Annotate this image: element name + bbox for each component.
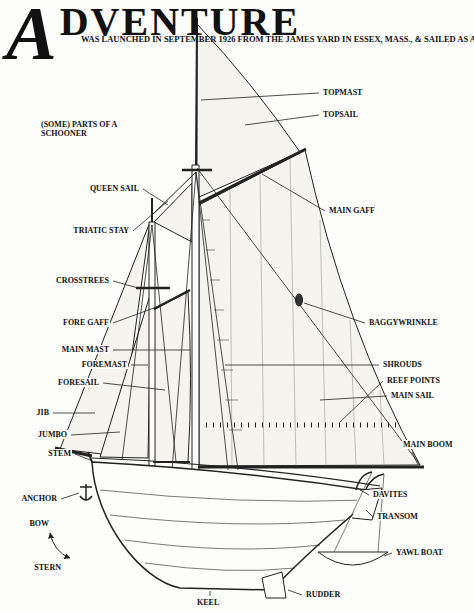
part-label: JUMBO (37, 430, 68, 439)
leader-line (360, 490, 369, 495)
part-label: REEF POINTS (386, 376, 441, 385)
leader-line (113, 305, 162, 323)
sail-seams (230, 158, 384, 466)
deck-rail (92, 458, 380, 486)
part-label: FOREMAST (81, 360, 128, 369)
bow-stern-arrow (50, 533, 70, 558)
leader-line (210, 591, 211, 596)
part-label: MAIN BOOM (402, 440, 454, 449)
foremast (149, 222, 155, 466)
part-label: MAIN GAFF (328, 206, 376, 215)
part-label: TOPSAIL (322, 110, 359, 119)
part-label: TRANSOM (376, 512, 419, 521)
part-label: STEM (47, 449, 72, 458)
leader-line (113, 350, 190, 351)
rudder (262, 572, 286, 598)
part-label: YAWL BOAT (395, 548, 444, 557)
leader-line (143, 189, 168, 205)
leader-line (320, 396, 387, 400)
diagram-heading: (SOME) PARTS OF A SCHOONER (40, 120, 137, 138)
part-label: QUEEN SAIL (89, 184, 140, 193)
leader-line (113, 281, 138, 288)
leader-line (366, 510, 373, 517)
leader-line (304, 303, 365, 323)
part-label: CROSSTREES (55, 276, 110, 285)
leader-lines (53, 93, 418, 596)
ratlines (203, 220, 242, 430)
hull (92, 462, 380, 590)
leader-line (61, 493, 79, 499)
part-label: STERN (33, 563, 62, 572)
baggywrinkle (296, 294, 303, 306)
leader-line (384, 553, 392, 556)
part-label: TOPMAST (322, 88, 363, 97)
part-label: BOW (28, 519, 50, 528)
davits (356, 472, 384, 490)
part-label: KEEL (196, 598, 220, 607)
leader-line (245, 115, 319, 125)
part-label: TRIATIC STAY (72, 226, 130, 235)
leader-line (103, 383, 165, 390)
leader-line (340, 381, 383, 422)
part-label: MAIN MAST (61, 345, 110, 354)
leader-line (288, 590, 302, 595)
part-label: FORE GAFF (62, 318, 110, 327)
part-label: JIB (36, 408, 50, 417)
leader-line (262, 174, 325, 211)
part-label: SHROUDS (382, 360, 423, 369)
queen-sail (154, 183, 192, 242)
leader-line (412, 452, 418, 465)
fore-topmast (151, 198, 153, 222)
leader-line (53, 413, 95, 414)
part-label: FORESAIL (57, 378, 100, 387)
part-label: MAIN SAIL (390, 391, 435, 400)
part-label: RUDDER (305, 590, 341, 599)
main-gaff (199, 149, 306, 203)
anchor (80, 484, 92, 500)
stem (88, 452, 92, 462)
leader-line (75, 454, 90, 460)
topping-lift (197, 168, 420, 465)
shrouds (122, 172, 238, 470)
main-sail (199, 150, 420, 466)
leader-line (133, 201, 168, 231)
part-label: BAGGYWRINKLE (368, 318, 439, 327)
leader-line (201, 93, 319, 100)
leader-line (225, 365, 379, 366)
crosstrees (182, 169, 212, 172)
leader-line (71, 432, 120, 435)
yawl-boat (318, 552, 388, 565)
part-label: ANCHOR (20, 494, 58, 503)
reef-points (206, 423, 396, 428)
foresail (153, 292, 191, 462)
crosstrees (136, 287, 170, 290)
history-note: WAS LAUNCHED IN SEPTEMBER 1926 FROM THE … (80, 34, 412, 44)
leader-line (131, 365, 148, 366)
title: ADVENTURE (6, 2, 300, 64)
part-label: DAVITES (372, 490, 409, 499)
